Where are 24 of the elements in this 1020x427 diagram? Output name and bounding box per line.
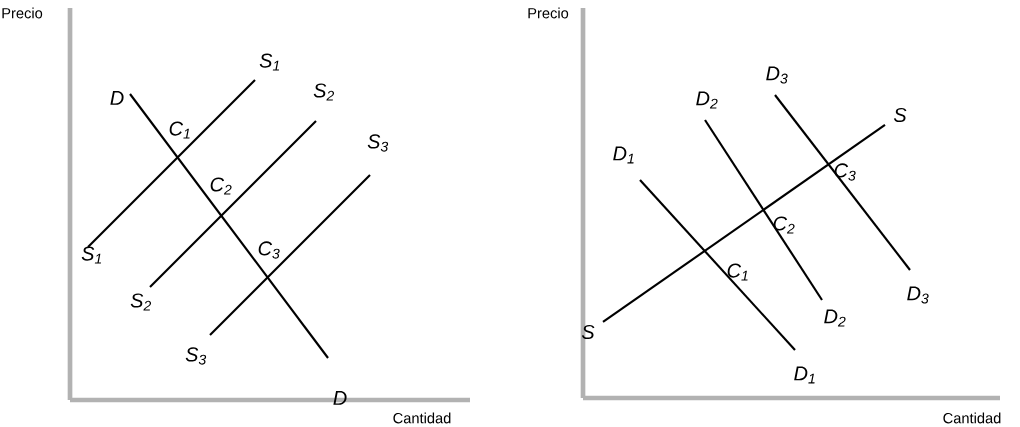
curve-label: S$_{1}$ (81, 246, 102, 264)
curve-label: D$_{1}$ (794, 366, 815, 384)
curve-label: D$_{3}$ (907, 286, 929, 304)
point-label: C$_{1}$ (169, 121, 190, 139)
curve-label: D$_{1}$ (613, 146, 634, 164)
point-label: C$_{3}$ (258, 241, 280, 259)
curve-label: S$_{2}$ (130, 293, 152, 311)
curve-label: S$_{3}$ (185, 347, 207, 365)
curve-label: S$_{1}$ (259, 53, 280, 71)
axis-label: Cantidad (943, 412, 1001, 424)
curve-label: S (581, 324, 595, 340)
curve-label: D$_{2}$ (824, 309, 846, 327)
point-label: C$_{1}$ (727, 263, 748, 281)
curve-label: D$_{2}$ (696, 91, 718, 109)
curve-label: D (333, 391, 347, 405)
curve-label: D$_{3}$ (766, 66, 788, 84)
curve-label: S$_{3}$ (367, 134, 389, 152)
point-label: C$_{2}$ (210, 177, 232, 195)
curve-label: S$_{2}$ (313, 83, 334, 101)
axis-label: Cantidad (393, 412, 451, 424)
axis-label: Precio (528, 7, 569, 19)
curve-label: D (110, 91, 124, 105)
curve-label: S (893, 107, 907, 123)
axis-label: Precio (2, 7, 43, 19)
